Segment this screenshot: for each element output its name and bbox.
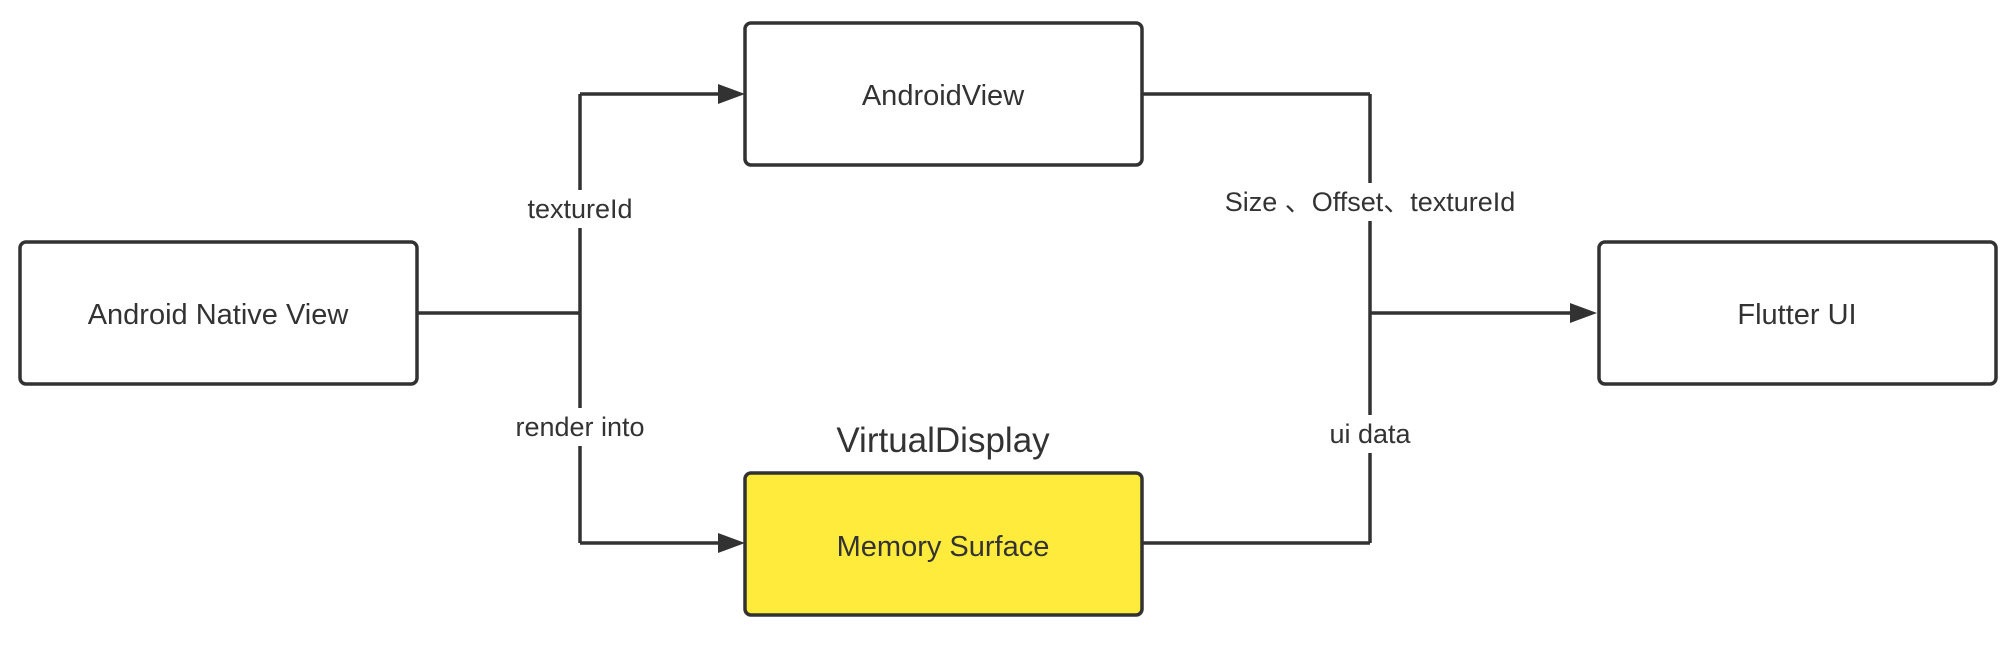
node-label-flutter-ui: Flutter UI bbox=[1737, 299, 1856, 331]
node-android-native-view: Android Native View bbox=[18, 240, 419, 386]
edge-label-ui-data: ui data bbox=[1329, 419, 1411, 449]
node-label-android-view: AndroidView bbox=[862, 80, 1025, 112]
connectors bbox=[417, 92, 1572, 545]
arrowheads bbox=[718, 84, 1597, 553]
group-title-virtual-display: VirtualDisplay bbox=[836, 421, 1050, 460]
node-memory-surface: Memory Surface bbox=[743, 471, 1144, 617]
arrowhead-memory-surface bbox=[718, 533, 745, 553]
edge-label-texture-id: textureId bbox=[527, 194, 632, 224]
node-label-memory-surface: Memory Surface bbox=[837, 531, 1050, 563]
arrowhead-android-view bbox=[718, 84, 745, 104]
edge-label-size-offset-texture: Size 、Offset、textureId bbox=[1225, 187, 1516, 217]
node-flutter-ui: Flutter UI bbox=[1597, 240, 1998, 386]
node-label-android-native-view: Android Native View bbox=[88, 299, 350, 331]
arrowhead-flutter-ui bbox=[1570, 303, 1597, 323]
edge-label-render-into: render into bbox=[515, 412, 644, 442]
edge-label-backgrounds bbox=[500, 183, 1535, 453]
node-android-view: AndroidView bbox=[743, 21, 1144, 167]
